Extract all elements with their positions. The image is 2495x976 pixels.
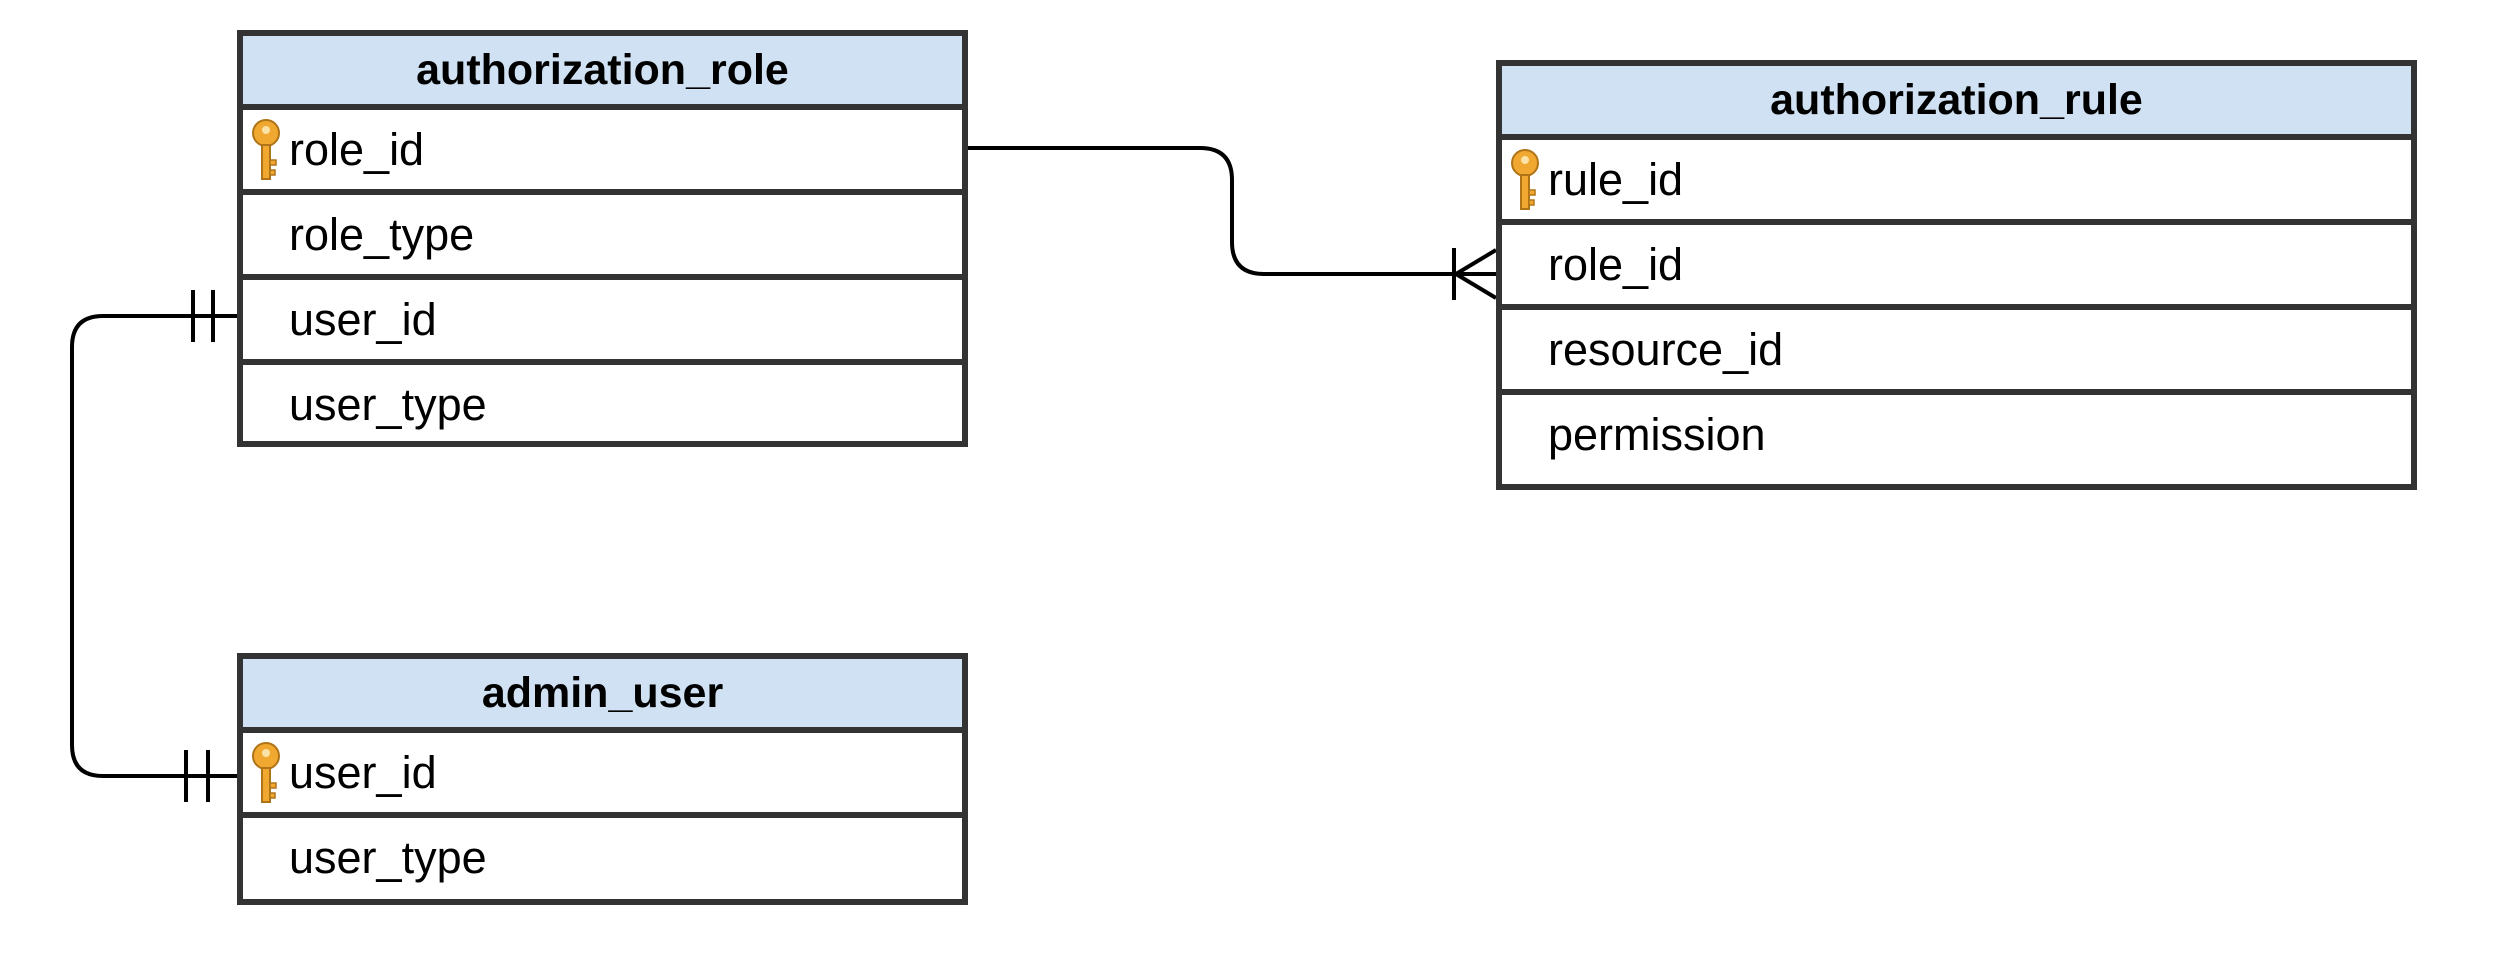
attribute-row[interactable]: user_type	[243, 818, 962, 897]
attribute-name: user_type	[289, 832, 487, 883]
attribute-name: rule_id	[1548, 154, 1684, 205]
exactly-one-marker-user	[184, 750, 210, 802]
attribute-name: user_type	[289, 379, 487, 430]
exactly-one-marker-role	[191, 290, 215, 342]
attribute-name: role_id	[1548, 239, 1684, 290]
entity-title: admin_user	[243, 659, 962, 733]
attribute-name: user_id	[289, 747, 437, 798]
attribute-name: resource_id	[1548, 324, 1784, 375]
key-icon	[252, 742, 280, 803]
entity-admin-user[interactable]: admin_user user_id user_type	[237, 653, 968, 905]
attribute-row[interactable]: role_id	[243, 110, 962, 195]
entity-authorization-rule[interactable]: authorization_rule rule_id role_id resou…	[1496, 60, 2417, 490]
relationship-role-to-rule-line	[968, 146, 1496, 276]
entity-title: authorization_rule	[1502, 66, 2411, 140]
relationship-role-to-user-line	[70, 314, 237, 778]
attribute-row[interactable]: role_id	[1502, 225, 2411, 310]
one-or-many-crowsfoot-marker	[1452, 248, 1498, 300]
entity-title: authorization_role	[243, 36, 962, 110]
attribute-row[interactable]: resource_id	[1502, 310, 2411, 395]
key-icon	[1511, 149, 1539, 210]
attribute-name: user_id	[289, 294, 437, 345]
attribute-name: role_id	[289, 124, 425, 175]
attribute-row[interactable]: permission	[1502, 395, 2411, 474]
attribute-row[interactable]: user_type	[243, 365, 962, 444]
attribute-row[interactable]: user_id	[243, 733, 962, 818]
entity-authorization-role[interactable]: authorization_role role_id role_type use…	[237, 30, 968, 447]
key-icon	[252, 119, 280, 180]
attribute-row[interactable]: rule_id	[1502, 140, 2411, 225]
attribute-row[interactable]: user_id	[243, 280, 962, 365]
attribute-row[interactable]: role_type	[243, 195, 962, 280]
attribute-name: permission	[1548, 409, 1766, 460]
attribute-name: role_type	[289, 209, 475, 260]
